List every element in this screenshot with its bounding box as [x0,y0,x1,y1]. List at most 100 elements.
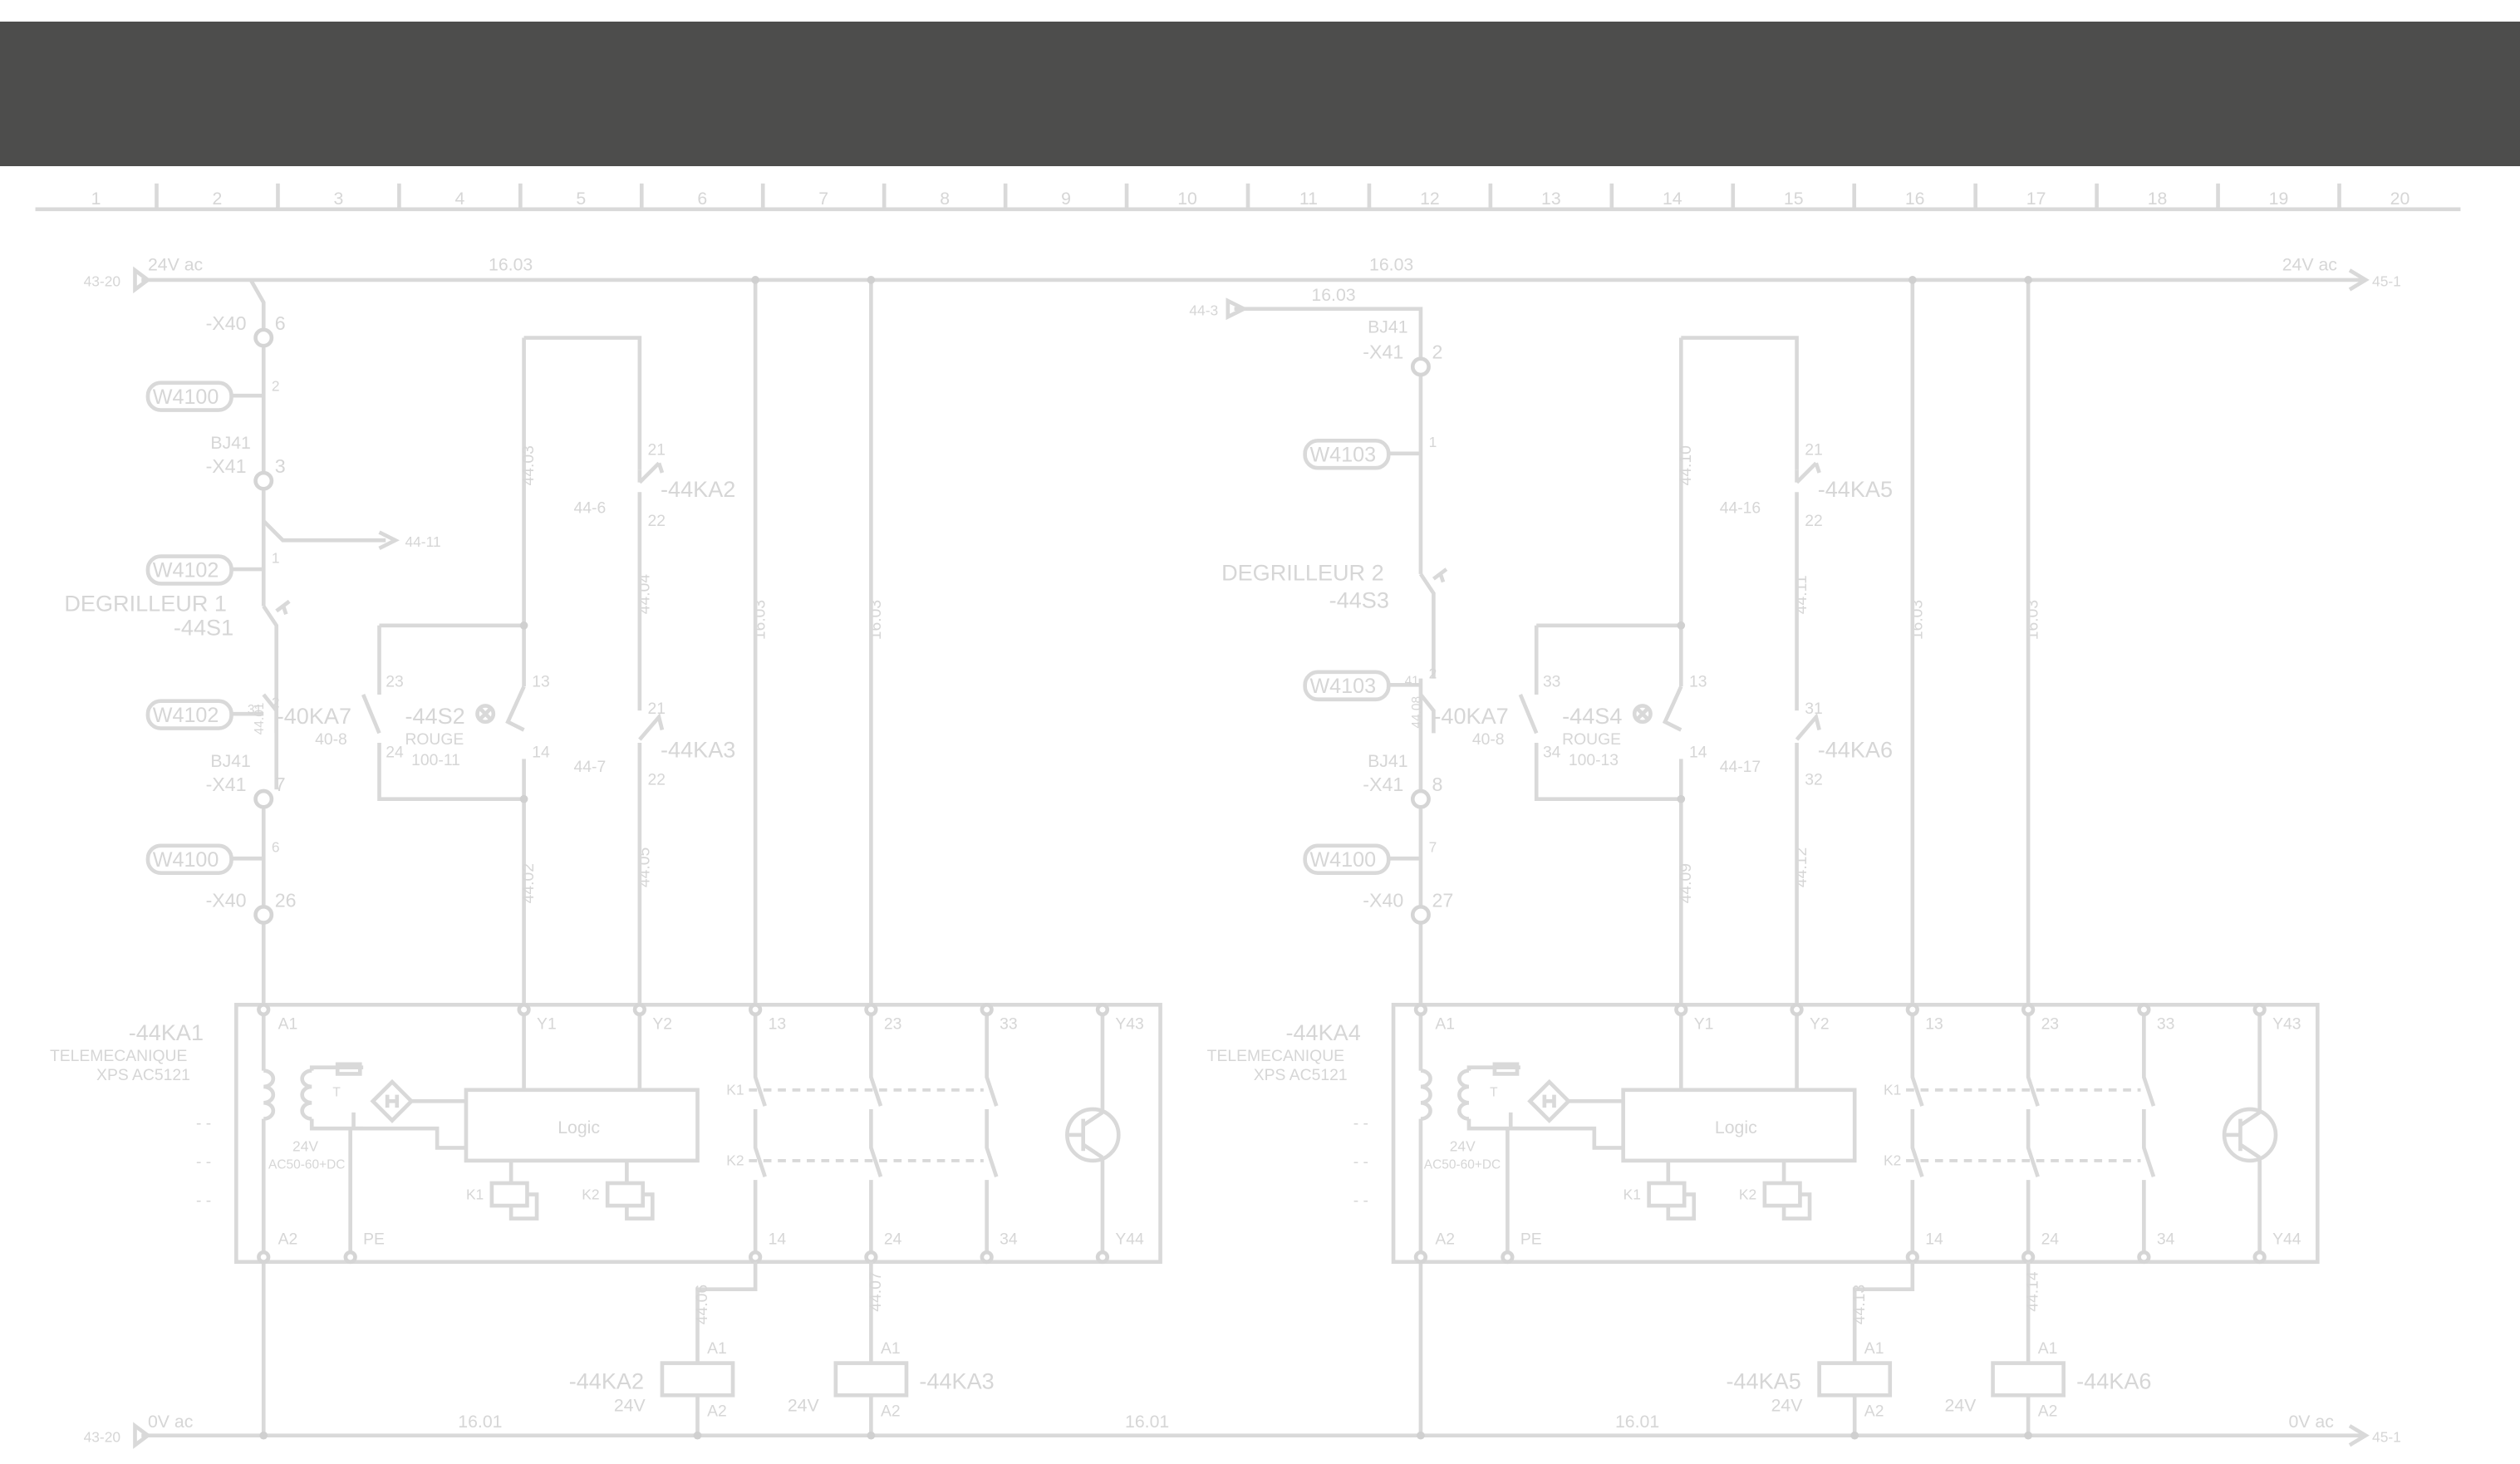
svg-text:A1: A1 [707,1339,727,1358]
svg-text:A2: A2 [881,1402,901,1420]
bottom-xref-1: 16.01 [458,1412,502,1432]
logic-block-right [1621,1088,1857,1163]
ruler-column-label: 10 [1177,189,1197,209]
top-xref-1: 16.03 [489,254,533,274]
ruler-column-label: 4 [454,189,464,209]
svg-text:W4103: W4103 [1309,443,1376,466]
svg-text:- -: - - [196,1191,211,1210]
svg-text:34: 34 [1000,1230,1018,1248]
svg-text:44.03: 44.03 [519,445,538,485]
ruler-column-label: 5 [576,189,586,209]
ruler-column-label: 17 [2026,189,2046,209]
svg-text:23: 23 [386,672,404,690]
x40-top-label: -X40 [206,312,247,334]
svg-text:- -: - - [1353,1191,1368,1210]
svg-text:13: 13 [1689,672,1707,690]
top-xref-2: 16.03 [1369,254,1413,274]
svg-text:-44KA5: -44KA5 [1818,476,1893,502]
svg-text:ROUGE: ROUGE [405,730,464,749]
terminal-x41-2 [1410,356,1431,377]
svg-text:W4100: W4100 [1309,848,1376,872]
safety-module-44ka1 [234,1002,1162,1265]
svg-text:32: 32 [1805,770,1823,788]
svg-text:A1: A1 [1864,1339,1884,1358]
bottom-xref-3: 16.01 [1615,1412,1659,1432]
svg-text:2: 2 [1429,666,1437,682]
svg-text:1: 1 [272,549,280,566]
svg-text:-40KA7: -40KA7 [1433,703,1508,729]
svg-text:44.09: 44.09 [1677,863,1695,903]
bottom-left-ref: 43-20 [84,1428,120,1445]
svg-text:Y43: Y43 [1115,1014,1143,1033]
ruler-column-label: 8 [940,189,950,209]
ruler-column-label: 1 [91,189,101,209]
svg-text:A1: A1 [881,1339,901,1358]
svg-text:6: 6 [272,839,280,856]
lamp-tag-44s2: -44S2 [405,703,464,729]
rectifier-bridge-right-icon [1527,1078,1572,1123]
ruler-column-label: 15 [1784,189,1804,209]
svg-text:1: 1 [1429,434,1437,450]
relay-k1-left-icon [489,1181,529,1208]
lamp-loop-wire [377,623,524,801]
svg-text:- -: - - [196,1153,211,1172]
svg-text:K1: K1 [1884,1082,1901,1098]
branch-arrow-icon [378,530,400,550]
svg-text:-44KA4: -44KA4 [1285,1019,1360,1045]
svg-text:24V: 24V [788,1396,820,1416]
rail-arrow-bottom-right-icon [2348,1424,2370,1447]
switch-title-degrilleur-2: DEGRILLEUR 2 [1221,560,1384,586]
svg-text:21: 21 [648,700,666,718]
switch-title-degrilleur-1: DEGRILLEUR 1 [64,590,227,616]
svg-text:A2: A2 [1864,1402,1884,1420]
svg-text:A2: A2 [1435,1230,1455,1248]
svg-text:24V: 24V [1945,1396,1977,1416]
svg-text:34: 34 [2157,1230,2175,1248]
svg-text:44.13: 44.13 [1850,1285,1869,1324]
entry-arrow-icon [1226,297,1249,321]
svg-text:23: 23 [884,1014,901,1033]
svg-text:Logic: Logic [1715,1118,1757,1137]
terminal-x40-6 [253,327,274,348]
ruler-column-label: 2 [213,189,223,209]
svg-text:13: 13 [1925,1014,1943,1033]
bottom-xref-2: 16.01 [1125,1412,1169,1432]
svg-text:-X41: -X41 [1363,341,1403,363]
svg-text:21: 21 [1805,441,1823,459]
ruler-column-label: 12 [1420,189,1440,209]
svg-text:22: 22 [648,512,666,530]
svg-text:44-7: 44-7 [574,758,607,776]
terminal-x41-7 [253,788,274,809]
svg-text:2: 2 [272,377,280,394]
svg-text:Y1: Y1 [1694,1014,1714,1033]
svg-text:Y44: Y44 [1115,1230,1144,1248]
svg-text:44.01: 44.01 [253,703,267,735]
relay-k2-right-icon [1762,1181,1802,1208]
svg-text:44-17: 44-17 [1720,758,1761,776]
contact-44ka5-icon [1795,461,1821,484]
svg-text:22: 22 [648,770,666,788]
svg-text:K1: K1 [466,1186,484,1202]
svg-text:44.02: 44.02 [519,863,538,903]
top-left-ref: 43-20 [84,273,120,290]
ruler-column-label: 20 [2390,189,2410,209]
svg-text:44.08: 44.08 [1410,696,1424,729]
ruler-column-label: 13 [1541,189,1561,209]
svg-text:A1: A1 [2038,1339,2058,1358]
svg-text:BJ41: BJ41 [210,751,250,771]
branch-wire-44-11 [262,519,386,543]
svg-text:-44KA6: -44KA6 [1818,736,1893,762]
svg-text:K1: K1 [726,1082,744,1098]
svg-text:8: 8 [1432,774,1442,795]
left-wire-3 [262,605,279,790]
terminal-x40-26 [253,904,274,925]
svg-text:-44S3: -44S3 [1329,587,1389,612]
top-right-ref: 45-1 [2372,273,2401,290]
svg-text:T: T [1490,1086,1498,1100]
svg-text:K2: K2 [582,1186,599,1202]
svg-text:24V: 24V [614,1396,646,1416]
svg-text:Y44: Y44 [2272,1230,2301,1248]
svg-text:16.03: 16.03 [1311,285,1355,305]
